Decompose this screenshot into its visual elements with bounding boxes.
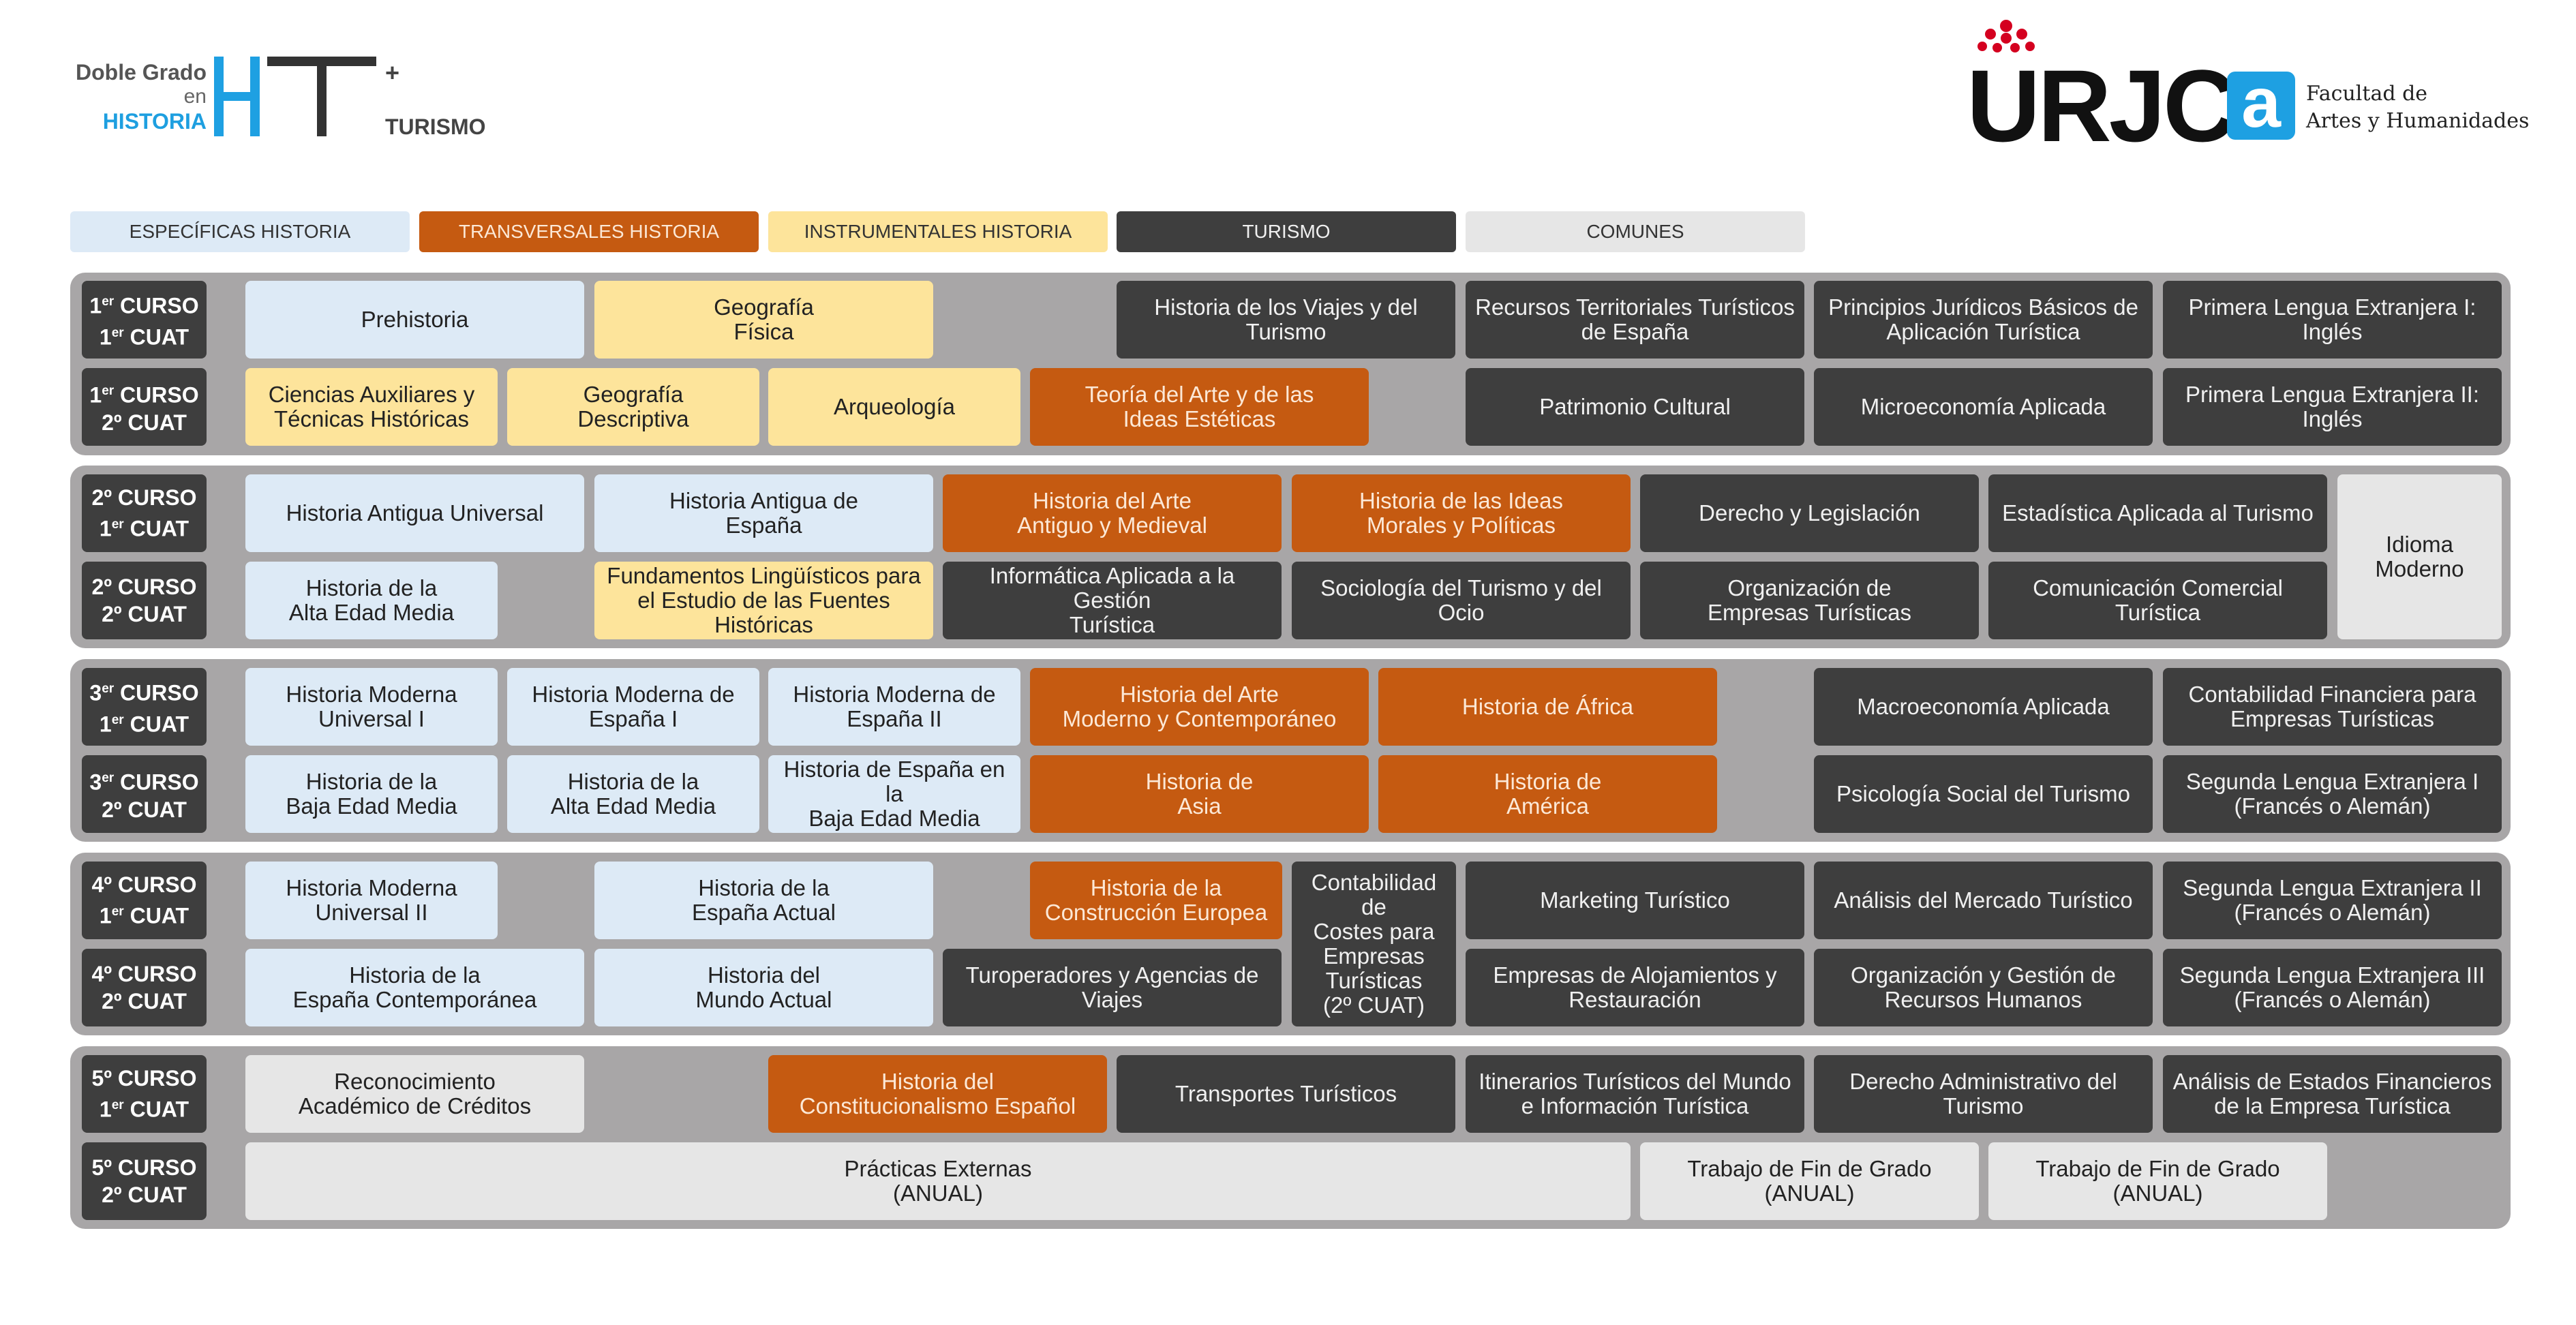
- row-label-y5-s1: 5º CURSO 1er CUAT: [82, 1055, 207, 1133]
- degree-turismo: TURISMO: [385, 115, 486, 139]
- row-label-y5-s2: 5º CURSO 2º CUAT: [82, 1142, 207, 1220]
- course-cell: Teoría del Arte y de las Ideas Estéticas: [1030, 368, 1369, 446]
- degree-doble: Doble Grado: [75, 60, 207, 85]
- course-cell: Comunicación Comercial Turística: [1988, 562, 2327, 639]
- row-label-y2-s1: 2º CURSO 1er CUAT: [82, 474, 207, 552]
- course-cell: Sociología del Turismo y del Ocio: [1292, 562, 1631, 639]
- course-cell: Recursos Territoriales Turísticos de Esp…: [1466, 281, 1804, 359]
- course-cell: Historia de la España Actual: [594, 862, 933, 939]
- course-cell: Historia Antigua Universal: [245, 474, 584, 552]
- degree-en: en: [183, 85, 207, 108]
- ht-logo-t: [267, 57, 376, 136]
- row-label-y1-s2: 1er CURSO 2º CUAT: [82, 368, 207, 446]
- course-cell: Historia del Arte Antiguo y Medieval: [943, 474, 1282, 552]
- course-cell: Segunda Lengua Extranjera II (Francés o …: [2163, 862, 2502, 939]
- course-cell: Prácticas Externas (ANUAL): [245, 1142, 1631, 1220]
- legend-instrumentales: INSTRUMENTALES HISTORIA: [768, 211, 1108, 252]
- course-cell: Primera Lengua Extranjera I: Inglés: [2163, 281, 2502, 359]
- course-cell: Microeconomía Aplicada: [1814, 368, 2153, 446]
- faculty-logo-icon: a: [2227, 67, 2295, 140]
- course-cell: Historia de la Baja Edad Media: [245, 755, 498, 833]
- course-cell: Organización y Gestión de Recursos Human…: [1814, 949, 2153, 1026]
- degree-historia: HISTORIA: [102, 109, 207, 134]
- urjc-logo: URJC: [1967, 48, 2237, 163]
- row-label-y3-s2: 3er CURSO 2º CUAT: [82, 755, 207, 833]
- degree-plus: +: [385, 59, 400, 87]
- course-cell: Turoperadores y Agencias de Viajes: [943, 949, 1282, 1026]
- course-cell: Historia de África: [1378, 668, 1717, 746]
- course-cell: Trabajo de Fin de Grado (ANUAL): [1988, 1142, 2327, 1220]
- course-cell: Marketing Turístico: [1466, 862, 1804, 939]
- course-cell: Patrimonio Cultural: [1466, 368, 1804, 446]
- course-cell: Primera Lengua Extranjera II: Inglés: [2163, 368, 2502, 446]
- course-cell: Historia de la Alta Edad Media: [507, 755, 759, 833]
- course-cell: Historia Moderna Universal II: [245, 862, 498, 939]
- course-cell: Macroeconomía Aplicada: [1814, 668, 2153, 746]
- row-label-y3-s1: 3er CURSO 1er CUAT: [82, 668, 207, 746]
- course-cell: Derecho Administrativo del Turismo: [1814, 1055, 2153, 1133]
- course-cell: Prehistoria: [245, 281, 584, 359]
- row-label-y4-s1: 4º CURSO 1er CUAT: [82, 862, 207, 939]
- row-label-y2-s2: 2º CURSO 2º CUAT: [82, 562, 207, 639]
- course-cell: Organización de Empresas Turísticas: [1640, 562, 1979, 639]
- course-cell: Transportes Turísticos: [1117, 1055, 1455, 1133]
- course-cell-contabilidad: Contabilidad de Costes para Empresas Tur…: [1292, 862, 1456, 1026]
- legend-comunes: COMUNES: [1466, 211, 1805, 252]
- row-label-y4-s2: 4º CURSO 2º CUAT: [82, 949, 207, 1026]
- course-cell: Reconocimiento Académico de Créditos: [245, 1055, 584, 1133]
- course-cell: Historia de América: [1378, 755, 1717, 833]
- course-cell: Análisis de Estados Financieros de la Em…: [2163, 1055, 2502, 1133]
- faculty-line1: Facultad de: [2306, 82, 2428, 106]
- course-cell: Historia Moderna de España II: [768, 668, 1020, 746]
- course-cell: Derecho y Legislación: [1640, 474, 1979, 552]
- course-cell: Historia de la España Contemporánea: [245, 949, 584, 1026]
- course-cell: Historia de la Alta Edad Media: [245, 562, 498, 639]
- course-cell: Segunda Lengua Extranjera III (Francés o…: [2163, 949, 2502, 1026]
- course-cell: Fundamentos Lingüísticos para el Estudio…: [594, 562, 933, 639]
- legend-turismo: TURISMO: [1117, 211, 1456, 252]
- course-cell-idioma: Idioma Moderno: [2337, 474, 2502, 639]
- course-cell: Historia del Constitucionalismo Español: [768, 1055, 1107, 1133]
- course-cell: Historia Moderna de España I: [507, 668, 759, 746]
- crown-icon: [1978, 20, 2035, 52]
- legend-transversales: TRANSVERSALES HISTORIA: [419, 211, 759, 252]
- course-cell: Segunda Lengua Extranjera I (Francés o A…: [2163, 755, 2502, 833]
- course-cell: Empresas de Alojamientos y Restauración: [1466, 949, 1804, 1026]
- course-cell: Itinerarios Turísticos del Mundo e Infor…: [1466, 1055, 1804, 1133]
- course-cell: Arqueología: [768, 368, 1020, 446]
- course-cell: Ciencias Auxiliares y Técnicas Histórica…: [245, 368, 498, 446]
- faculty-line2: Artes y Humanidades: [2306, 109, 2530, 133]
- course-cell: Historia del Mundo Actual: [594, 949, 933, 1026]
- course-cell: Análisis del Mercado Turístico: [1814, 862, 2153, 939]
- course-cell: Historia de las Ideas Morales y Política…: [1292, 474, 1631, 552]
- course-cell: Psicología Social del Turismo: [1814, 755, 2153, 833]
- course-cell: Historia del Arte Moderno y Contemporáne…: [1030, 668, 1369, 746]
- course-cell: Trabajo de Fin de Grado (ANUAL): [1640, 1142, 1979, 1220]
- course-cell: Historia Antigua de España: [594, 474, 933, 552]
- course-cell: Geografía Física: [594, 281, 933, 359]
- course-cell: Contabilidad Financiera para Empresas Tu…: [2163, 668, 2502, 746]
- ht-logo-h: [211, 57, 262, 136]
- course-cell: Estadística Aplicada al Turismo: [1988, 474, 2327, 552]
- course-cell: Historia de la Construcción Europea: [1030, 862, 1282, 939]
- course-cell: Historia Moderna Universal I: [245, 668, 498, 746]
- legend-especificas: ESPECÍFICAS HISTORIA: [70, 211, 410, 252]
- course-cell: Principios Jurídicos Básicos de Aplicaci…: [1814, 281, 2153, 359]
- course-cell: Historia de España en la Baja Edad Media: [768, 755, 1020, 833]
- row-label-y1-s1: 1er CURSO 1er CUAT: [82, 281, 207, 359]
- degree-title: Doble Grado en HISTORIA: [68, 60, 207, 134]
- course-cell: Informática Aplicada a la Gestión Turíst…: [943, 562, 1282, 639]
- course-cell: Historia de Asia: [1030, 755, 1369, 833]
- faculty-name: Facultad de Artes y Humanidades: [2306, 80, 2529, 135]
- course-cell: Geografía Descriptiva: [507, 368, 759, 446]
- course-cell: Historia de los Viajes y del Turismo: [1117, 281, 1455, 359]
